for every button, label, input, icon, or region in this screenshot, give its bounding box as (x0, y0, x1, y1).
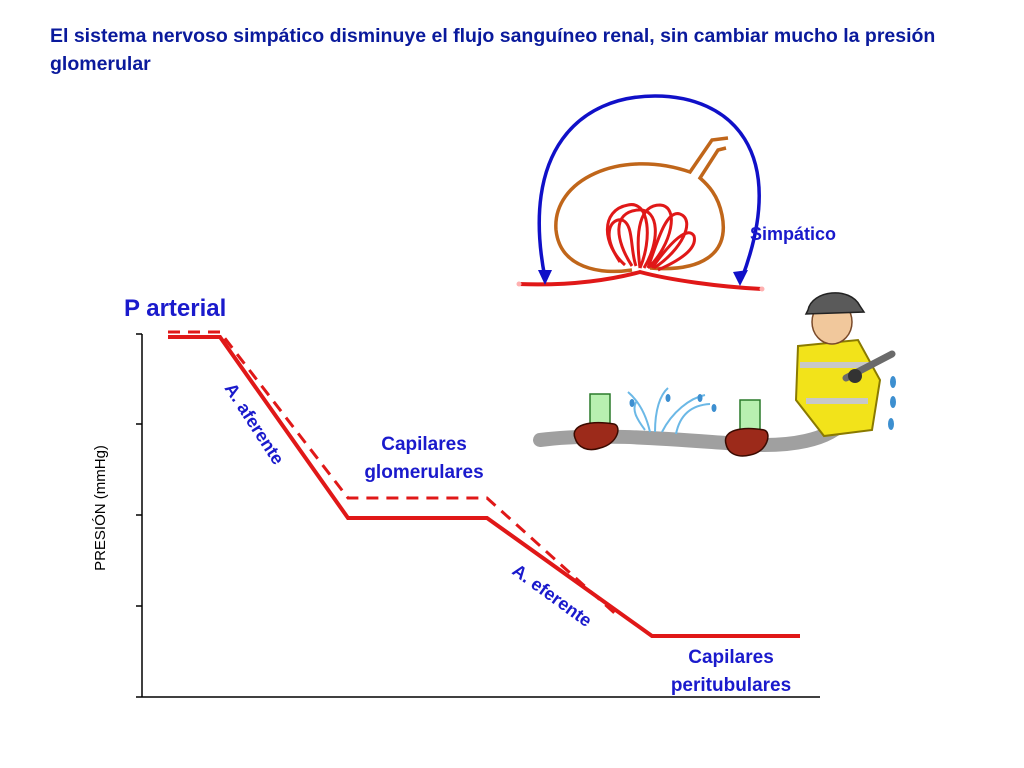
pressure-curve-normal-dashed (168, 330, 622, 620)
simpatico-label: Simpático (750, 224, 836, 244)
y-axis-label: PRESIÓN (mmHg) (92, 445, 109, 571)
pressure-axes (136, 333, 820, 698)
capilares-glomerulares-label-line2: glomerulares (364, 462, 483, 483)
glomerulus-illustration (516, 94, 765, 292)
firefighter-hose-illustration (533, 292, 896, 457)
pressure-curve-sympathetic (168, 335, 800, 638)
capilares-peritubulares-label-line1: Capilares (688, 647, 774, 668)
capilares-peritubulares-label-line2: peritubulares (671, 675, 791, 696)
p-arterial-label: P arterial (124, 295, 226, 322)
slide-title: El sistema nervoso simpático disminuye e… (50, 25, 936, 75)
capilares-glomerulares-label-line1: Capilares (381, 434, 467, 455)
a-aferente-label: A. aferente (221, 379, 288, 468)
a-eferente-label: A. eferente (509, 560, 596, 631)
